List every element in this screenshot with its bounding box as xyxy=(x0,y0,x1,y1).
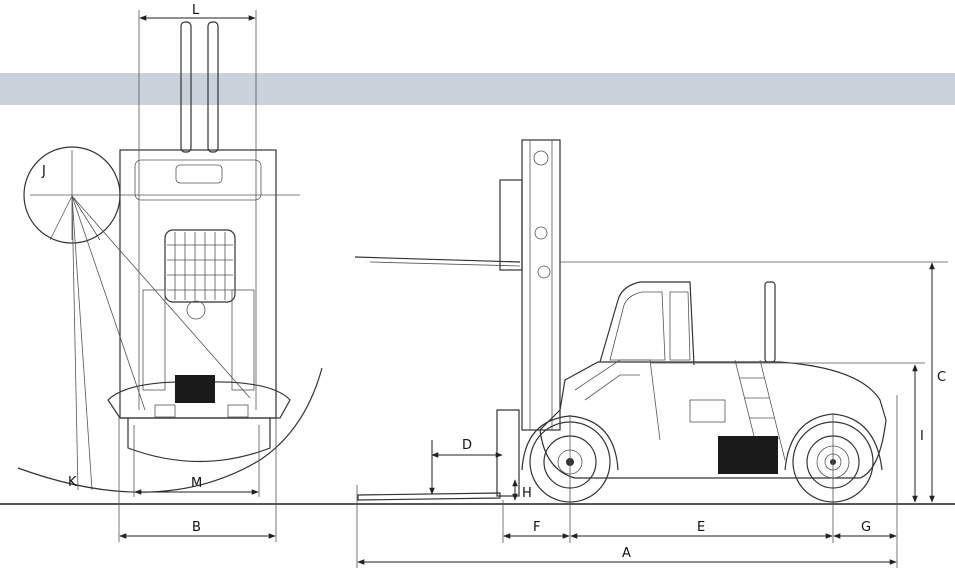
header-band xyxy=(0,73,955,105)
label-e: E xyxy=(697,520,705,535)
lowered-fork xyxy=(357,492,501,501)
label-i: I xyxy=(920,429,924,444)
label-h: H xyxy=(522,486,532,501)
cabin xyxy=(599,281,695,366)
truck-body xyxy=(539,361,887,479)
side-mast xyxy=(521,139,561,431)
front-grille xyxy=(164,229,236,303)
front-view xyxy=(17,10,323,542)
label-c: C xyxy=(937,370,946,385)
label-l: L xyxy=(192,3,200,18)
front-fork-right xyxy=(207,21,219,153)
label-k: K xyxy=(68,475,77,490)
front-fork-left xyxy=(180,21,192,153)
raised-fork xyxy=(354,256,521,263)
label-d: D xyxy=(462,438,472,453)
label-j: J xyxy=(41,164,46,179)
exhaust-pipe xyxy=(764,281,776,363)
side-grille xyxy=(718,436,778,474)
side-view xyxy=(354,139,948,568)
front-plate xyxy=(175,375,215,403)
label-b: B xyxy=(192,520,201,535)
turn-arc-k xyxy=(17,367,323,493)
label-f: F xyxy=(533,520,540,535)
label-m: M xyxy=(191,476,202,491)
label-a: A xyxy=(622,546,631,561)
label-g: G xyxy=(861,520,871,535)
